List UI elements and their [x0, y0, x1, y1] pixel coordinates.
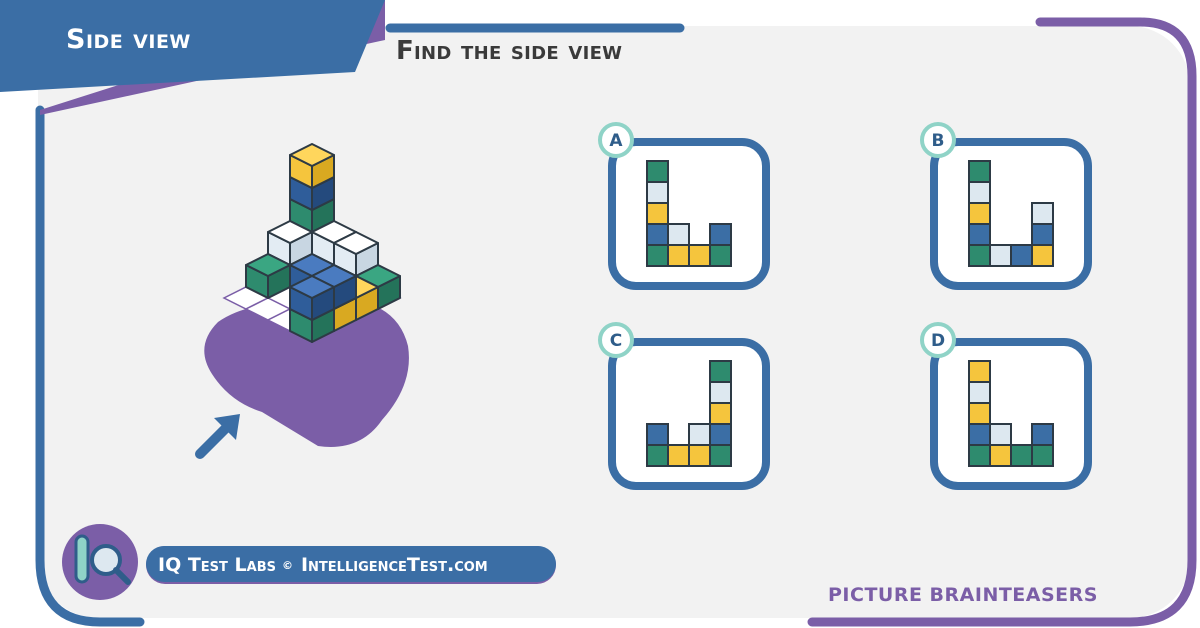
- view-square: [1031, 223, 1054, 246]
- view-square: [646, 160, 669, 183]
- option-letter: C: [610, 331, 622, 351]
- view-square: [709, 360, 732, 383]
- view-square: [646, 444, 669, 467]
- frame-right-line: [807, 17, 1197, 627]
- view-square: [968, 223, 991, 246]
- view-square: [989, 423, 1012, 446]
- option-a[interactable]: A: [598, 122, 770, 290]
- view-square: [646, 423, 669, 446]
- view-square: [968, 244, 991, 267]
- view-square: [968, 423, 991, 446]
- view-square: [646, 244, 669, 267]
- content-panel: [38, 26, 1190, 618]
- option-b[interactable]: B: [920, 122, 1092, 290]
- view-square: [709, 423, 732, 446]
- view-square: [688, 244, 711, 267]
- cube-structure: [222, 143, 402, 343]
- magnifier-test-tube-icon: [74, 534, 131, 585]
- brand-banner-face: [146, 546, 556, 582]
- base-platform: [204, 300, 409, 447]
- view-square: [968, 402, 991, 425]
- cube: [267, 220, 313, 266]
- view-square: [709, 223, 732, 246]
- view-square: [1031, 444, 1054, 467]
- view-square: [667, 444, 690, 467]
- option-letter: A: [609, 131, 623, 151]
- option-badge: B: [920, 122, 956, 158]
- option-badge: D: [920, 322, 956, 358]
- view-square: [688, 423, 711, 446]
- view-square: [968, 202, 991, 225]
- view-square: [968, 444, 991, 467]
- view-square: [1031, 244, 1054, 267]
- view-square: [646, 202, 669, 225]
- option-badge: C: [598, 322, 634, 358]
- option-d[interactable]: D: [920, 322, 1092, 490]
- puzzle-heading: Find the side view: [396, 36, 623, 66]
- view-square: [709, 402, 732, 425]
- view-square: [1010, 444, 1033, 467]
- view-square: [667, 244, 690, 267]
- option-badge: A: [598, 122, 634, 158]
- view-square: [709, 244, 732, 267]
- view-direction-arrow-icon: [195, 414, 240, 459]
- category-label: PICTURE BRAINTEASERS: [828, 584, 1098, 606]
- cube: [289, 143, 335, 189]
- view-square: [968, 381, 991, 404]
- brand-name: IQ Test Labs: [158, 554, 276, 576]
- view-square: [1010, 244, 1033, 267]
- copyright-symbol: ©: [281, 558, 293, 572]
- brand-site[interactable]: IntelligenceTest.com: [300, 554, 488, 576]
- view-square: [968, 181, 991, 204]
- cube: [245, 253, 291, 299]
- option-c[interactable]: C: [598, 322, 770, 490]
- view-square: [1031, 423, 1054, 446]
- view-square: [709, 444, 732, 467]
- logo: [62, 524, 138, 600]
- cube: [333, 231, 379, 277]
- view-square: [968, 360, 991, 383]
- brand-label[interactable]: IQ Test Labs © IntelligenceTest.com: [158, 550, 488, 580]
- view-square: [989, 244, 1012, 267]
- view-square: [646, 181, 669, 204]
- view-square: [709, 381, 732, 404]
- view-square: [1031, 202, 1054, 225]
- option-letter: D: [931, 331, 945, 351]
- option-letter: B: [932, 131, 945, 151]
- cube: [289, 275, 335, 321]
- view-square: [667, 223, 690, 246]
- view-square: [989, 444, 1012, 467]
- view-square: [646, 223, 669, 246]
- title-tab: [0, 0, 385, 92]
- view-square: [968, 160, 991, 183]
- view-square: [688, 444, 711, 467]
- page-title: Side view: [66, 24, 191, 55]
- frame-left-line: [35, 105, 145, 627]
